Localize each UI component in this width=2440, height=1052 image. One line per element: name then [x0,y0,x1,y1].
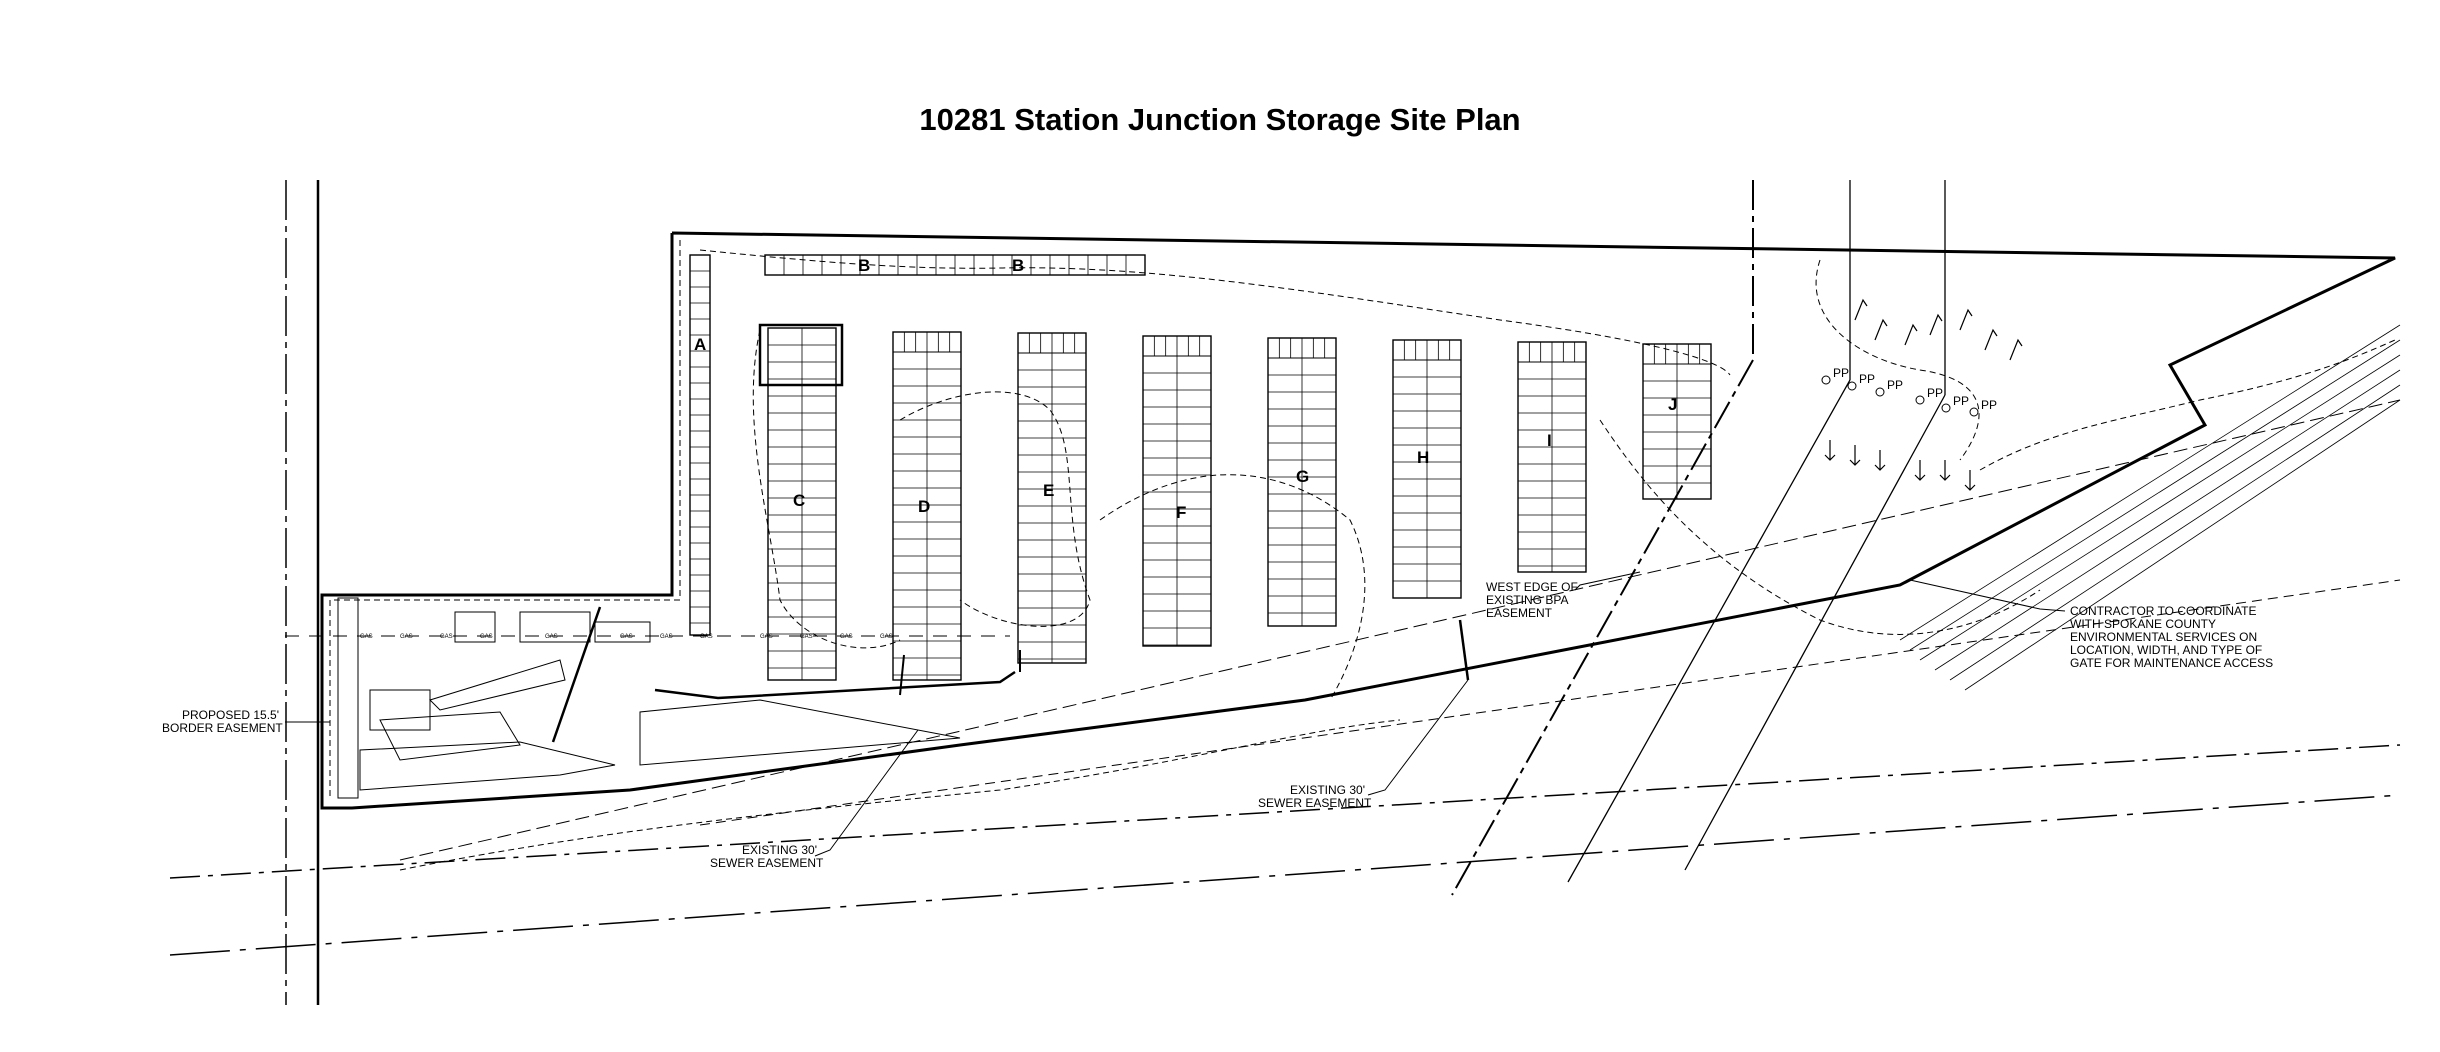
svg-text:PP: PP [1981,398,1997,412]
access-lines [551,606,1470,743]
svg-text:GAS: GAS [440,634,453,640]
block-label-h: H [1417,448,1429,467]
block-label-e: E [1043,481,1054,500]
road-lines [169,399,2401,956]
svg-text:GAS: GAS [545,634,558,640]
svg-text:GAS: GAS [400,634,413,640]
block-labels: A B B C D E F G H I J [694,256,1677,522]
annotations: PROPOSED 15.5' BORDER EASEMENT EXISTING … [162,580,2273,870]
svg-text:PP: PP [1887,378,1903,392]
storage-buildings [337,254,1712,799]
bpa-easement-diagonal [1451,359,1754,896]
svg-text:GAS: GAS [620,634,633,640]
svg-text:PP: PP [1953,394,1969,408]
svg-text:GAS: GAS [760,634,773,640]
contractor-note-line-3: ENVIRONMENTAL SERVICES ON [2070,630,2257,644]
leader-lines [285,571,2066,857]
svg-text:GAS: GAS [700,634,713,640]
tree-symbols [1824,298,2023,491]
svg-text:PP: PP [1859,372,1875,386]
block-label-f: F [1176,503,1186,522]
border-easement-line-2: BORDER EASEMENT [162,721,283,735]
block-label-i: I [1547,431,1552,450]
sewer-easement-2-line-2: SEWER EASEMENT [1258,796,1372,810]
sewer-easement-2-line-1: EXISTING 30' [1290,783,1365,797]
block-label-d: D [918,497,930,516]
bpa-easement-line-3: EASEMENT [1486,606,1553,620]
svg-text:GAS: GAS [660,634,673,640]
svg-text:PP: PP [1927,386,1943,400]
sewer-easement-1-line-1: EXISTING 30' [742,843,817,857]
svg-text:PP: PP [1833,366,1849,380]
contractor-note-line-2: WITH SPOKANE COUNTY [2070,617,2216,631]
svg-text:GAS: GAS [800,634,813,640]
gas-line: GAS GAS GAS GAS GAS GAS GAS GAS GAS GAS … [285,634,1010,640]
power-lines [1567,180,1946,883]
block-label-c: C [793,491,805,510]
hatched-areas [359,659,961,791]
west-boundary-lines [285,180,320,1005]
svg-text:GAS: GAS [360,634,373,640]
block-label-g: G [1296,467,1309,486]
block-label-j: J [1668,395,1677,414]
block-label-b2: B [1012,256,1024,275]
svg-text:GAS: GAS [480,634,493,640]
contractor-note-line-4: LOCATION, WIDTH, AND TYPE OF [2070,643,2262,657]
contractor-note-line-1: CONTRACTOR TO COORDINATE [2070,604,2256,618]
power-pole-labels: PP PP PP PP PP PP [1821,366,1997,417]
border-easement-line-1: PROPOSED 15.5' [182,708,279,722]
bpa-easement-line-2: EXISTING BPA [1486,593,1568,607]
site-boundary [320,231,2396,810]
contractor-note-line-5: GATE FOR MAINTENANCE ACCESS [2070,656,2273,670]
svg-text:GAS: GAS [880,634,893,640]
bpa-easement-line-1: WEST EDGE OF [1486,580,1578,594]
svg-text:GAS: GAS [840,634,853,640]
block-label-a: A [694,335,706,354]
block-label-b1: B [858,256,870,275]
page-title: 10281 Station Junction Storage Site Plan [919,102,1521,137]
sewer-easement-1-line-2: SEWER EASEMENT [710,856,824,870]
